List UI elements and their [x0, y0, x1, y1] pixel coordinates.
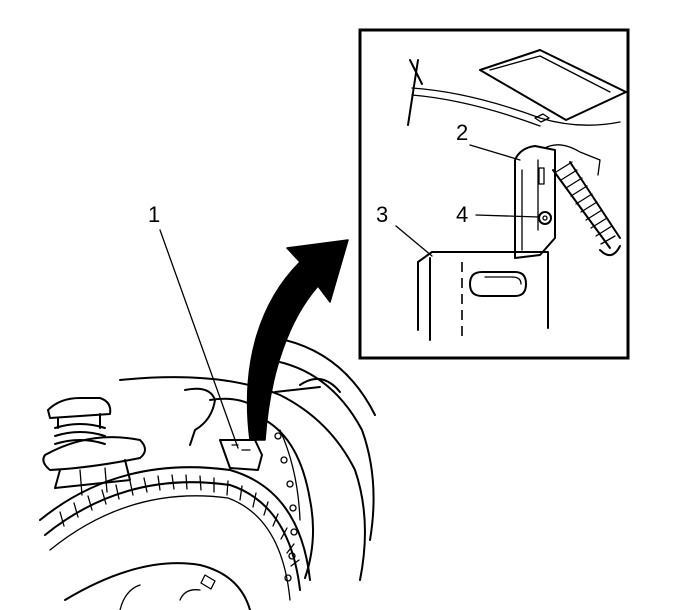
wheelhouse-liner: [119, 339, 376, 582]
callout-3-label: 3: [376, 202, 388, 227]
inset-frame: [358, 28, 630, 360]
callout-2: 2: [456, 120, 521, 161]
callout-4-label: 4: [456, 202, 468, 227]
callout-3-leader: [395, 225, 433, 257]
plate-bracket: [417, 251, 549, 341]
callout-4-leader: [475, 214, 540, 218]
detail-inset: 2 3 4: [358, 28, 630, 360]
callout-3: 3: [376, 202, 433, 257]
callout-1-leader: [159, 229, 239, 449]
hose-coil: [544, 144, 621, 257]
callout-1-label: 1: [148, 202, 160, 227]
clip-fastener: [538, 211, 552, 225]
wheel-well-view: [39, 239, 376, 610]
tire: [39, 466, 311, 610]
detail-arrow: [246, 239, 349, 441]
callout-4: 4: [456, 202, 540, 227]
callout-1: 1: [148, 202, 239, 449]
callout-2-label: 2: [456, 120, 468, 145]
strut-assembly: [42, 397, 146, 496]
callout-2-leader: [469, 144, 521, 161]
